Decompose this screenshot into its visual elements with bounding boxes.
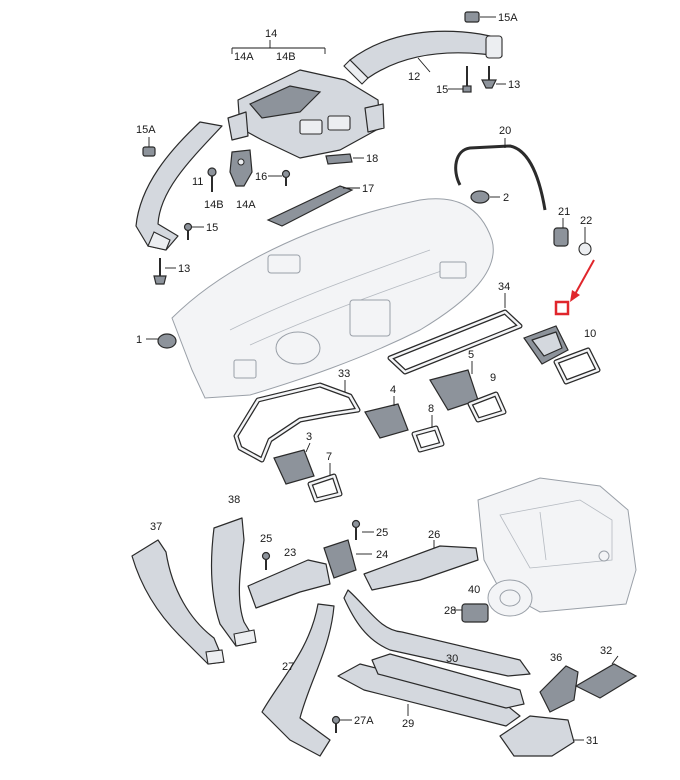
callout-27: 27	[282, 661, 294, 673]
callout-4: 4	[390, 384, 396, 396]
screw-25-right[interactable]	[351, 519, 361, 541]
callout-11: 11	[192, 176, 203, 188]
callout-7: 7	[326, 451, 332, 463]
connector-21[interactable]	[553, 227, 569, 247]
vent-frame-8[interactable]	[411, 425, 445, 453]
air-vent-4[interactable]	[364, 403, 409, 439]
bracket-14a[interactable]	[229, 149, 253, 187]
callout-15a-top: 15A	[498, 12, 518, 24]
callout-24: 24	[376, 549, 388, 561]
fastener-13-top[interactable]	[481, 66, 497, 89]
callout-1: 1	[136, 334, 142, 346]
callout-5: 5	[468, 349, 474, 361]
air-vent-3[interactable]	[273, 449, 315, 485]
callout-14: 14	[265, 28, 277, 40]
callout-15-left: 15	[206, 222, 218, 234]
hose-20[interactable]	[454, 144, 547, 211]
callout-16: 16	[255, 171, 267, 183]
vehicle-silhouette	[477, 477, 637, 617]
callout-13-top: 13	[508, 79, 520, 91]
screw-15-top[interactable]	[462, 66, 472, 93]
air-duct-11[interactable]	[135, 121, 223, 251]
callout-8: 8	[428, 403, 434, 415]
side-vent-1[interactable]	[157, 333, 177, 349]
callout-29: 29	[402, 718, 414, 730]
callout-40: 40	[468, 584, 480, 596]
trim-strip-17[interactable]	[266, 185, 354, 227]
callout-32: 32	[600, 645, 612, 657]
floor-duct-long[interactable]	[343, 589, 531, 677]
bracket-18[interactable]	[325, 153, 353, 165]
rear-outlet-36[interactable]	[539, 665, 579, 713]
callout-31: 31	[586, 735, 598, 747]
callout-13-left: 13	[178, 263, 190, 275]
trim-frame-33[interactable]	[233, 382, 361, 463]
callout-14b-low: 14B	[204, 199, 224, 211]
dashboard-panel	[171, 198, 494, 399]
cap-22[interactable]	[578, 242, 592, 256]
floor-duct-29[interactable]	[337, 663, 521, 727]
vent-28[interactable]	[461, 603, 489, 623]
trim-frame-34[interactable]	[387, 309, 523, 375]
screw-16[interactable]	[281, 169, 291, 187]
floor-duct-27[interactable]	[261, 603, 335, 757]
screw-27a[interactable]	[331, 715, 341, 734]
callout-17: 17	[362, 183, 374, 195]
callout-2: 2	[503, 192, 509, 204]
callout-26: 26	[428, 529, 440, 541]
air-vent-6[interactable]	[523, 325, 569, 365]
vent-frame-7[interactable]	[307, 473, 343, 503]
rear-duct-38[interactable]	[210, 517, 257, 647]
duct-connector-24[interactable]	[323, 539, 357, 579]
red-arrow-icon	[570, 259, 595, 302]
callout-14b-top: 14B	[276, 51, 296, 63]
callout-12: 12	[408, 71, 420, 83]
callout-14a-top: 14A	[234, 51, 254, 63]
callout-23: 23	[284, 547, 296, 559]
clip-15a-left[interactable]	[142, 146, 156, 157]
rear-duct-37[interactable]	[131, 539, 225, 665]
callout-20: 20	[499, 125, 511, 137]
air-distribution-housing[interactable]	[227, 69, 385, 159]
highlight-box-icon	[554, 300, 570, 316]
nozzle-2[interactable]	[470, 190, 490, 204]
callout-27a: 27A	[354, 715, 374, 727]
duct-piece-23[interactable]	[247, 559, 331, 609]
callout-38: 38	[228, 494, 240, 506]
callout-14a-low: 14A	[236, 199, 256, 211]
callout-25-left: 25	[260, 533, 272, 545]
callout-30: 30	[446, 653, 458, 665]
callout-3: 3	[306, 431, 312, 443]
callout-15-top: 15	[436, 84, 448, 96]
callout-37: 37	[150, 521, 162, 533]
callout-10: 10	[584, 328, 596, 340]
fastener-13-left[interactable]	[153, 258, 167, 285]
air-duct-12[interactable]	[343, 30, 503, 85]
screw-15-left[interactable]	[183, 222, 193, 241]
callout-21: 21	[558, 206, 570, 218]
screw-11[interactable]	[207, 167, 217, 192]
callout-22: 22	[580, 215, 592, 227]
callout-33: 33	[338, 368, 350, 380]
duct-piece-26[interactable]	[363, 545, 479, 591]
callout-9: 9	[490, 372, 496, 384]
clip-15a-top[interactable]	[464, 11, 480, 23]
callout-18: 18	[366, 153, 378, 165]
vent-frame-9[interactable]	[467, 391, 507, 423]
screw-25-left[interactable]	[261, 551, 271, 571]
rear-grille-32[interactable]	[574, 663, 638, 699]
callout-36: 36	[550, 652, 562, 664]
callout-15a-left: 15A	[136, 124, 156, 136]
callout-25-right: 25	[376, 527, 388, 539]
callout-34: 34	[498, 281, 510, 293]
floor-duct-30[interactable]	[371, 653, 525, 709]
vent-frame-10[interactable]	[553, 347, 601, 385]
callout-28: 28	[444, 605, 456, 617]
rear-outlet-31[interactable]	[499, 715, 575, 757]
